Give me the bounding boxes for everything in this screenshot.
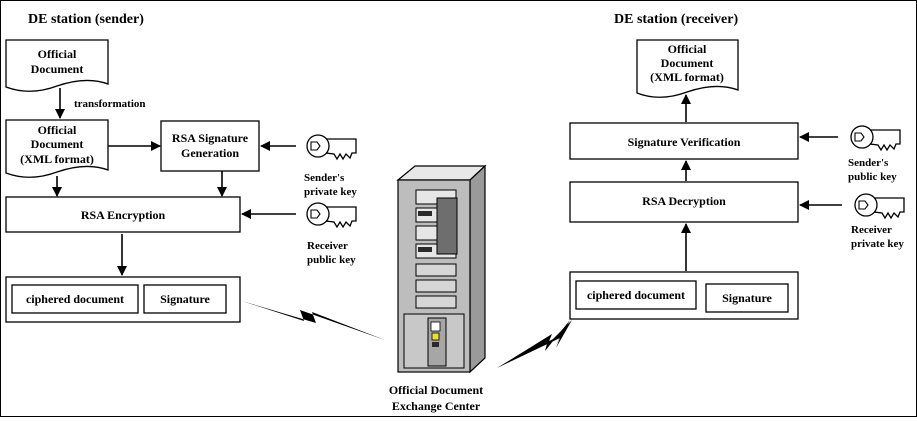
rsa-signature-line2: Generation xyxy=(181,146,239,160)
sender-signature-label: Signature xyxy=(160,292,210,306)
receiver-private-key-line2: private key xyxy=(851,238,904,250)
sender-official-doc-line2: Document xyxy=(31,62,84,76)
rsa-encryption-box xyxy=(5,196,241,233)
sender-xml-document-shape xyxy=(5,119,109,178)
sender-ciphered-document-label: ciphered document xyxy=(26,292,124,306)
receiver-xml-doc-line2: Document xyxy=(661,56,714,70)
server-tower-icon xyxy=(396,164,487,374)
receiver-xml-doc-line1: Official xyxy=(668,42,707,56)
rsa-encryption-label: RSA Encryption xyxy=(81,208,166,222)
receiver-public-key-line2: public key xyxy=(307,254,356,266)
receiver-station-title: DE station (receiver) xyxy=(614,12,738,27)
sender-private-key-line1: Sender's xyxy=(304,172,345,184)
rsa-signature-line1: RSA Signature xyxy=(172,131,249,145)
receiver-private-key-line1: Receiver xyxy=(851,224,892,236)
sender-official-doc-line1: Official xyxy=(38,47,77,61)
sender-xml-doc-line3: (XML format) xyxy=(20,152,94,166)
exchange-center-line2: Exchange Center xyxy=(392,399,481,413)
sender-public-key-line1: Sender's xyxy=(848,157,889,169)
receiver-ciphered-document-box xyxy=(575,280,697,310)
sender-xml-doc-line2: Document xyxy=(31,137,84,151)
signature-verification-box xyxy=(569,122,799,160)
sender-public-key-line2: public key xyxy=(848,171,897,183)
receiver-xml-doc-line3: (XML format) xyxy=(650,70,724,84)
receiver-signature-box xyxy=(705,283,789,313)
sender-private-key-line2: private key xyxy=(304,186,357,198)
receiver-signature-label: Signature xyxy=(722,291,772,305)
receiver-public-key-line1: Receiver xyxy=(307,240,348,252)
rsa-decryption-box xyxy=(569,181,799,223)
receiver-ciphered-document-label: ciphered document xyxy=(587,288,685,302)
sender-signature-box xyxy=(143,284,227,314)
exchange-center-line1: Official Document xyxy=(389,383,483,397)
sender-station-title: DE station (sender) xyxy=(28,12,144,27)
transformation-label: transformation xyxy=(74,98,146,110)
rsa-decryption-label: RSA Decryption xyxy=(642,194,726,208)
lightning-link-icon xyxy=(242,301,385,340)
sender-xml-doc-line1: Official xyxy=(38,123,77,137)
signature-verification-label: Signature Verification xyxy=(628,135,741,149)
receiver-xml-document-shape xyxy=(636,39,739,98)
rsa-signature-generation-box xyxy=(160,120,260,172)
sender-ciphered-document-box xyxy=(11,284,139,314)
sender-official-document-shape xyxy=(5,39,109,92)
